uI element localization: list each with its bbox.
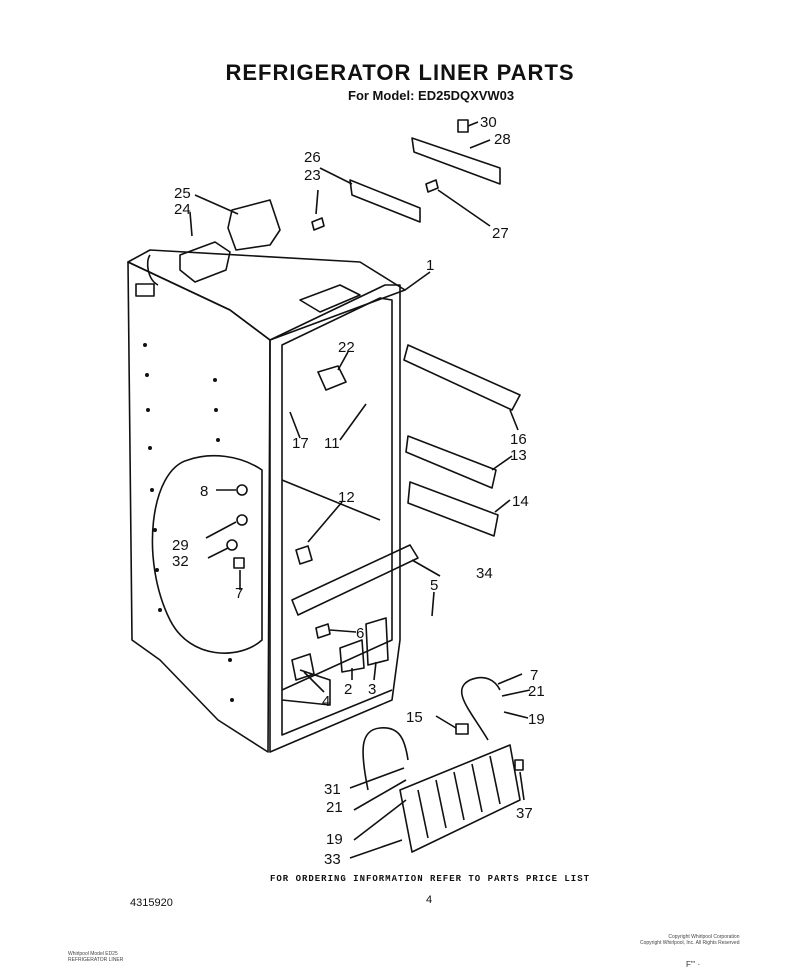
callout-33: 32 [172, 553, 189, 570]
callout-32: 31 [324, 781, 341, 798]
part-2 [339, 639, 365, 673]
callout-21-lower: 21 [326, 799, 343, 816]
callout-23: 23 [304, 167, 321, 184]
callout-29: 29 [172, 537, 189, 554]
part-7-tube [460, 676, 501, 741]
page-number: 4 [426, 894, 433, 906]
part-32-tube [362, 727, 409, 791]
part-22 [317, 365, 347, 391]
callout-26: 26 [304, 149, 321, 166]
part-8 [236, 484, 248, 496]
callout-31: 33 [324, 851, 341, 868]
part-37 [514, 759, 524, 771]
callout-19-lower: 19 [326, 831, 343, 848]
part-25 [227, 199, 281, 251]
page-title: REFRIGERATOR LINER PARTS [225, 60, 575, 85]
part-34 [291, 544, 419, 616]
callout-25: 25 [174, 185, 191, 202]
callout-4: 4 [322, 693, 330, 710]
liner-left-face [127, 261, 271, 753]
callout-15: 15 [406, 709, 423, 726]
callout-37: 37 [516, 805, 533, 822]
callout-1: 1 [426, 257, 434, 274]
part-30 [457, 119, 469, 133]
callout-12: 12 [338, 489, 355, 506]
left-cutout [151, 454, 263, 654]
part-13 [405, 435, 497, 489]
part-12 [295, 545, 313, 565]
part-33 [226, 539, 238, 551]
callout-30: 30 [480, 114, 497, 131]
part-29 [236, 514, 248, 526]
model-subtitle: For Model: ED25DQXVW03 [348, 88, 515, 103]
part-4 [291, 653, 315, 681]
callout-13: 13 [510, 447, 527, 464]
fine-print-right: Copyright Whirlpool Corporation Copyrigh… [640, 934, 740, 946]
fine-print-left: Whirlpool Model ED25 REFRIGERATOR LINER [68, 951, 124, 963]
part-26 [349, 179, 421, 223]
vent-opening [135, 283, 155, 297]
callout-28: 28 [494, 131, 511, 148]
callout-24: 24 [174, 201, 191, 218]
callout-21-upper: 21 [528, 683, 545, 700]
callout-19-upper: 19 [528, 711, 545, 728]
part-23 [311, 217, 325, 231]
callout-8: 8 [200, 483, 208, 500]
callout-6: 6 [356, 625, 364, 642]
part-24 [179, 241, 231, 283]
part-14 [407, 481, 499, 537]
callout-16: 16 [510, 431, 527, 448]
part-3 [365, 617, 389, 666]
callout-5: 5 [430, 577, 438, 594]
part-6 [315, 623, 331, 639]
callout-22: 22 [338, 339, 355, 356]
callout-2: 2 [344, 681, 352, 698]
part-31 [399, 744, 521, 853]
callout-17: 17 [292, 435, 309, 452]
document-number: 4315920 [130, 897, 173, 909]
callout-14: 14 [512, 493, 529, 510]
liner-inner-frame [281, 297, 393, 691]
corner-mark: F"' · [686, 960, 701, 969]
callout-9: 7 [235, 585, 243, 602]
liner-front-opening [269, 284, 401, 753]
part-15 [455, 723, 469, 735]
callout-3: 3 [368, 681, 376, 698]
callout-7: 7 [530, 667, 538, 684]
part-16 [403, 344, 521, 411]
part-28 [411, 137, 501, 185]
part-9 [233, 557, 245, 569]
callout-27: 27 [492, 225, 509, 242]
part-27 [425, 179, 439, 193]
ordering-note: FOR ORDERING INFORMATION REFER TO PARTS … [269, 874, 591, 884]
callout-11: 11 [324, 435, 340, 452]
callout-34: 34 [476, 565, 493, 582]
